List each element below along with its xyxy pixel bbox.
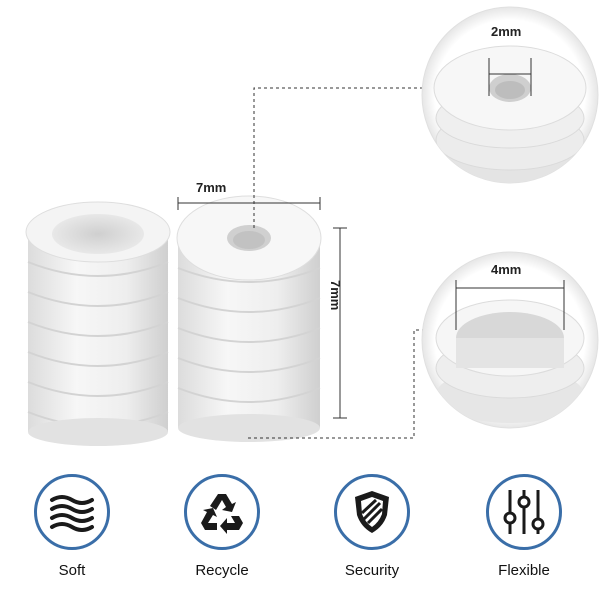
outer-hole-label: 4mm bbox=[491, 262, 522, 277]
detail-circle-top bbox=[421, 6, 599, 184]
feature-label: Soft bbox=[58, 562, 86, 579]
shield-icon bbox=[334, 474, 410, 550]
feature-label: Recycle bbox=[195, 562, 249, 579]
feature-security: Security bbox=[322, 474, 422, 579]
feature-label: Security bbox=[344, 562, 400, 579]
feature-recycle: Recycle bbox=[172, 474, 272, 579]
feature-label: Flexible bbox=[498, 562, 550, 579]
recycle-icon bbox=[184, 474, 260, 550]
waves-icon bbox=[34, 474, 110, 550]
width-dimension-label: 7mm bbox=[196, 180, 227, 195]
detail-circle-bottom bbox=[421, 251, 599, 429]
feature-soft: Soft bbox=[22, 474, 122, 579]
height-dimension-label: 7mm bbox=[328, 280, 343, 311]
left-grommet bbox=[25, 201, 171, 446]
inner-hole-label: 2mm bbox=[491, 24, 522, 39]
center-grommet bbox=[176, 195, 322, 442]
sliders-icon bbox=[486, 474, 562, 550]
feature-flexible: Flexible bbox=[474, 474, 574, 579]
